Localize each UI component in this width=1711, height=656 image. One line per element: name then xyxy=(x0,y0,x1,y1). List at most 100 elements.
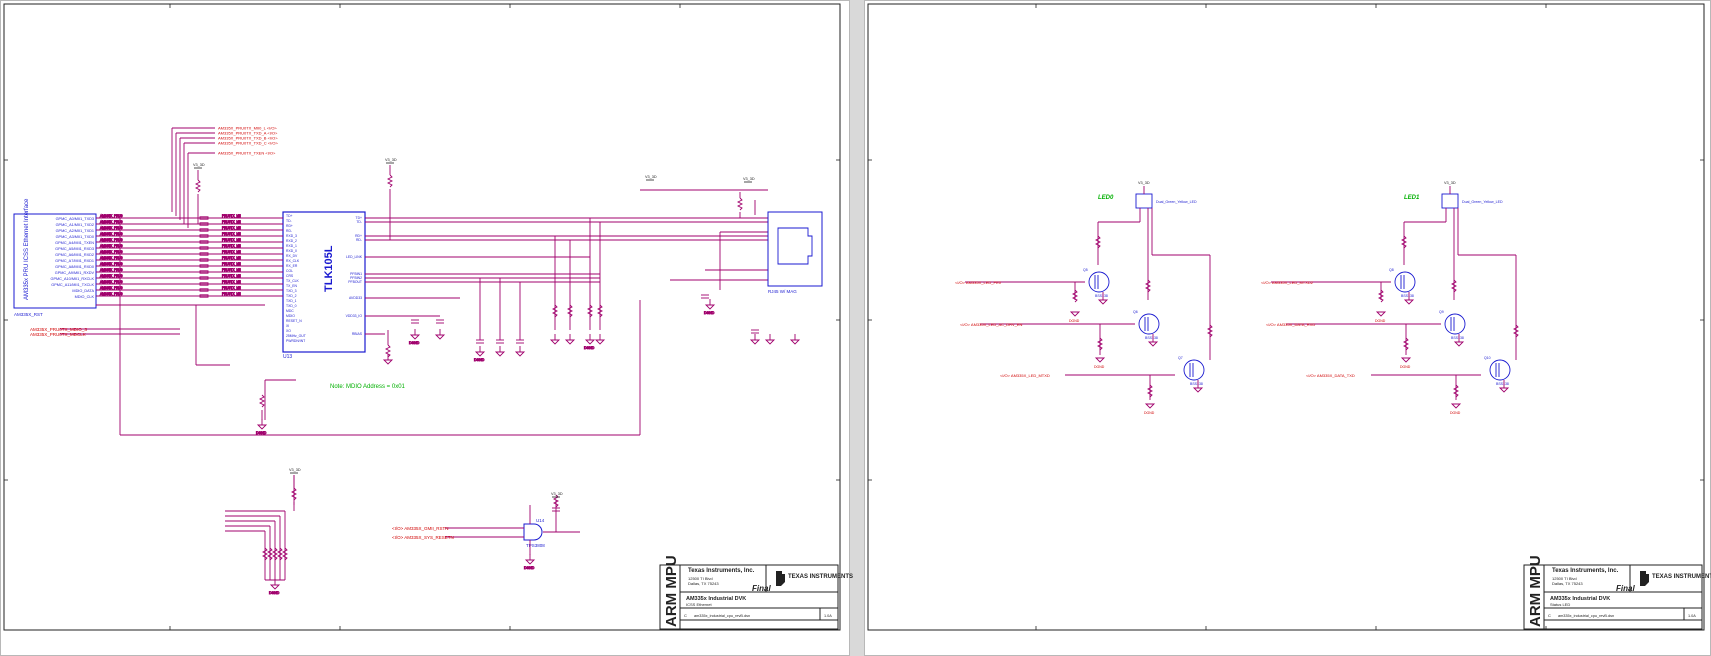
bus-net-label: PRU0TX_MII xyxy=(222,244,241,248)
interface-signal: GPMC_A11/MII1_TXCLK xyxy=(51,283,94,287)
size-code-2: C xyxy=(1548,613,1551,618)
connector-name: RJ45 W/ MAG xyxy=(768,289,797,294)
fet-ref: Q6 xyxy=(1133,310,1138,314)
schematic-sheet-leds[interactable] xyxy=(864,0,1711,656)
chip-left-pin: CRS xyxy=(286,274,294,278)
bus-net-label: AM335X_PRU0 xyxy=(100,238,123,242)
schematic-sheet-ethernet[interactable] xyxy=(0,0,850,656)
side-label-2: ARM MPU xyxy=(1527,555,1544,627)
bus-net-label: PRU0TX_MII xyxy=(222,220,241,224)
chip-right-pin: TD- xyxy=(356,220,362,224)
led-group-1: LED1Dual_Green_Yellow_LEDV3_3DBSS138Q8BS… xyxy=(1261,181,1520,415)
ground-label: DGND xyxy=(269,591,280,595)
chip-left-pin: TX_EN xyxy=(286,284,297,288)
interface-signal: GPMC_A5/MII1_RXD3 xyxy=(55,247,94,251)
chip-right-pin: TD+ xyxy=(356,216,363,220)
interface-signal-list: GPMC_A0/MII1_TXD3GPMC_A1/MII1_TXD2GPMC_A… xyxy=(51,217,95,299)
bus-net-label: AM335X_PRU0 xyxy=(100,244,123,248)
bus-net-label: PRU0TX_MII xyxy=(222,238,241,242)
chip-left-pin: 25MHz_OUT xyxy=(286,334,306,338)
power-label: V3_3D xyxy=(289,468,301,472)
ground-label: DGND xyxy=(1400,365,1411,369)
bus-net-label: AM335X_PRU0 xyxy=(100,286,123,290)
bus-net-label: PRU0TX_MII xyxy=(222,280,241,284)
led-group-title: LED0 xyxy=(1098,195,1114,201)
interface-signal: GPMC_A2/MII1_TXD1 xyxy=(56,229,94,233)
bus-net-label: PRU0TX_MII xyxy=(222,286,241,290)
reset-wires xyxy=(445,500,580,555)
top-net-label: AM335X_PRU0TX_TXD_B <I/O> xyxy=(218,136,278,141)
title-block-sheet2: ARM MPU Texas Instruments, Inc. 12500 TI… xyxy=(1523,555,1711,630)
status-label: Final xyxy=(752,584,771,593)
fet-part: BSS138 xyxy=(1401,294,1414,298)
power-label: V3_3D xyxy=(645,175,657,179)
sheet2-border-ticks xyxy=(868,4,1704,630)
chip-left-pin: RX_CLK xyxy=(286,259,300,263)
chip-right-pin: PFBIN2 xyxy=(350,276,362,280)
chip-left-pin: MDIO xyxy=(286,314,295,318)
interface-signal: GPMC_A6/MII1_RXD2 xyxy=(55,253,94,257)
chip-left-pin: PWRDN/INT xyxy=(286,339,305,343)
fet-part: BSS138 xyxy=(1145,336,1158,340)
interface-signal: GPMC_A10/MII1_RXCLK xyxy=(51,277,95,281)
led-net-label: <I/O> AM335X_LED_PE0 xyxy=(955,280,1002,285)
chip-ref: U13 xyxy=(283,354,292,360)
chip-right-pin: VDD33_IO xyxy=(346,314,363,318)
bus-net-label: PRU0TX_MII xyxy=(222,232,241,236)
capacitor-symbols xyxy=(411,294,759,512)
chip-right-pin: PFBOUT xyxy=(348,280,362,284)
revision: 1.0A xyxy=(824,614,832,618)
chip-left-pin: COL xyxy=(286,269,293,273)
power-label: V3_3D xyxy=(743,177,755,181)
net-rst: AM335X_RST xyxy=(14,312,43,317)
chip-right-pin: RD+ xyxy=(355,234,362,238)
bus-net-label: PRU0TX_MII xyxy=(222,268,241,272)
bus-net-label: PRU0TX_MII xyxy=(222,214,241,218)
interface-title: AM335x PRU ICSS Ethernet Interface xyxy=(24,198,30,300)
led-power-label: V3_3D xyxy=(1444,181,1456,185)
company-name: Texas Instruments, Inc. xyxy=(688,568,755,574)
ground-label: DGND xyxy=(1450,411,1461,415)
chip-right-pin: LED_LINK xyxy=(346,255,363,259)
fet-part: BSS138 xyxy=(1190,382,1203,386)
interface-signal: GPMC_A0/MII1_TXD3 xyxy=(56,217,94,221)
project-title: AM335x Industrial DVK xyxy=(686,596,746,602)
chip-left-pin: RD- xyxy=(286,229,292,233)
status-label-2: Final xyxy=(1616,584,1635,593)
mdio-address-note: Note: MDIO Address = 0x01 xyxy=(330,384,406,390)
chip-right-pin: AVDD33 xyxy=(349,296,362,300)
power-label: V3_3D xyxy=(385,158,397,162)
top-net-wires xyxy=(60,127,641,436)
fet-ref: Q9 xyxy=(1439,310,1444,314)
bus-net-label: AM335X_PRU0 xyxy=(100,262,123,266)
led-net-label: <I/O> AM335X_DATA_RXD xyxy=(1266,322,1315,327)
bus-net-label: PRU0TX_MII xyxy=(222,274,241,278)
ground-label: DGND xyxy=(1375,319,1386,323)
chip-left-pin: RX_ER xyxy=(286,264,298,268)
chip-left-pin: TXD_2 xyxy=(286,294,297,298)
ground-label: DGND xyxy=(1094,365,1105,369)
bus-net-label: AM335X_PRU0 xyxy=(100,256,123,260)
sheet-subtitle-2: Status LED xyxy=(1550,602,1570,607)
interface-signal: MDIO_CLK xyxy=(75,295,95,299)
fet-part: BSS138 xyxy=(1451,336,1464,340)
bus-net-label: PRU0TX_MII xyxy=(222,256,241,260)
top-net-label: AM335X_PRU0TX_MII0_L <I/O> xyxy=(218,126,277,131)
net-gmii-rstn: <I/O> AM335X_GMII_RSTN xyxy=(392,526,449,531)
power-label: V3_3D xyxy=(551,492,563,496)
pullup-bank-wires xyxy=(225,475,295,581)
interface-signal: GPMC_A7/MII1_RXD1 xyxy=(55,259,94,263)
ground-label: DGND xyxy=(704,311,715,315)
ground-label: DGND xyxy=(409,341,420,345)
company-address-2-2: Dallas, TX 75243 xyxy=(1552,581,1583,586)
fet-ref: Q5 xyxy=(1083,268,1088,272)
interface-signal: GPMC_A4/MII1_TXEN xyxy=(55,241,94,245)
led-part-name: Dual_Green_Yellow_LED xyxy=(1462,200,1503,204)
bus-net-label: PRU0TX_MII xyxy=(222,250,241,254)
ground-label: DGND xyxy=(474,358,485,362)
bus-net-label: PRU0TX_MII xyxy=(222,262,241,266)
top-net-label: AM335X_PRU0TX_TXD_A <I/O> xyxy=(218,131,278,136)
